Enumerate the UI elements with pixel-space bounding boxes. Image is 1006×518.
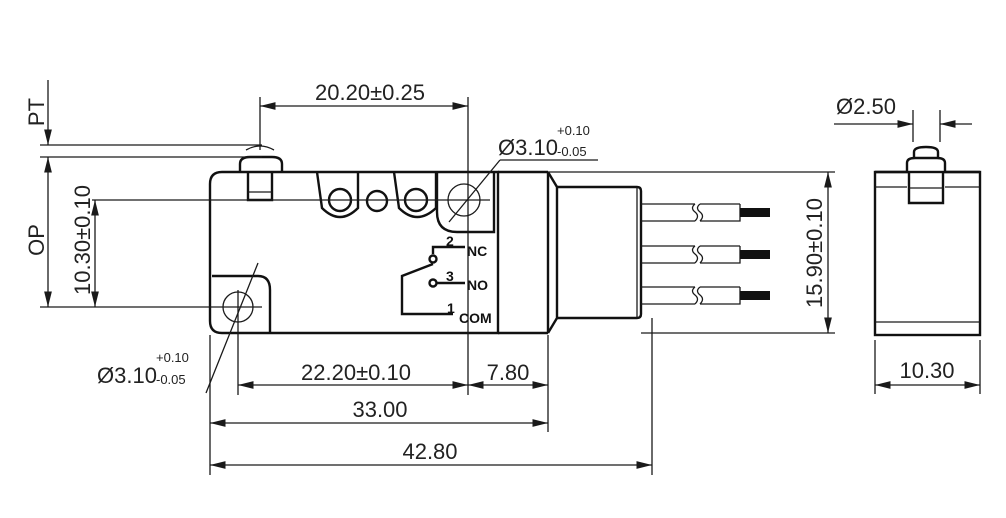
terminal-com-label: COM	[459, 310, 492, 326]
op-label: OP	[24, 224, 49, 256]
top-hole-tol-minus: -0.05	[557, 144, 587, 159]
body-length-dimension: 33.00	[352, 397, 407, 422]
hole-spacing-dimension: 22.20±0.10	[301, 360, 411, 385]
switch-body-side	[873, 145, 982, 337]
terminal-3-number: 3	[446, 268, 454, 284]
terminal-1-number: 1	[447, 300, 455, 316]
collar-dimension: 7.80	[487, 360, 530, 385]
op-dimension: 10.30±0.10	[70, 185, 95, 295]
bottom-hole-diameter: Ø3.10	[97, 363, 157, 388]
circuit-schematic: 2 NC 3 NO 1 COM	[400, 233, 492, 326]
dimension-arrows	[44, 80, 980, 469]
terminal-2-number: 2	[446, 233, 454, 249]
bottom-hole-tol-minus: -0.05	[156, 372, 186, 387]
terminal-no-label: NO	[467, 277, 488, 293]
height-dimension: 15.90±0.10	[802, 198, 827, 308]
plunger-diameter-dimension: Ø2.50	[836, 94, 896, 119]
terminal-nc-label: NC	[467, 243, 487, 259]
width-dimension: 10.30	[899, 358, 954, 383]
pt-label: PT	[24, 98, 49, 126]
bottom-hole-tol-plus: +0.10	[156, 350, 189, 365]
top-hole-diameter: Ø3.10	[498, 135, 558, 160]
overall-length-dimension: 42.80	[402, 439, 457, 464]
actuator-position-dimension: 20.20±0.25	[315, 80, 425, 105]
switch-body-front	[208, 170, 643, 335]
lead-wires	[641, 203, 770, 305]
extension-lines	[40, 97, 981, 475]
top-hole-tol-plus: +0.10	[557, 123, 590, 138]
